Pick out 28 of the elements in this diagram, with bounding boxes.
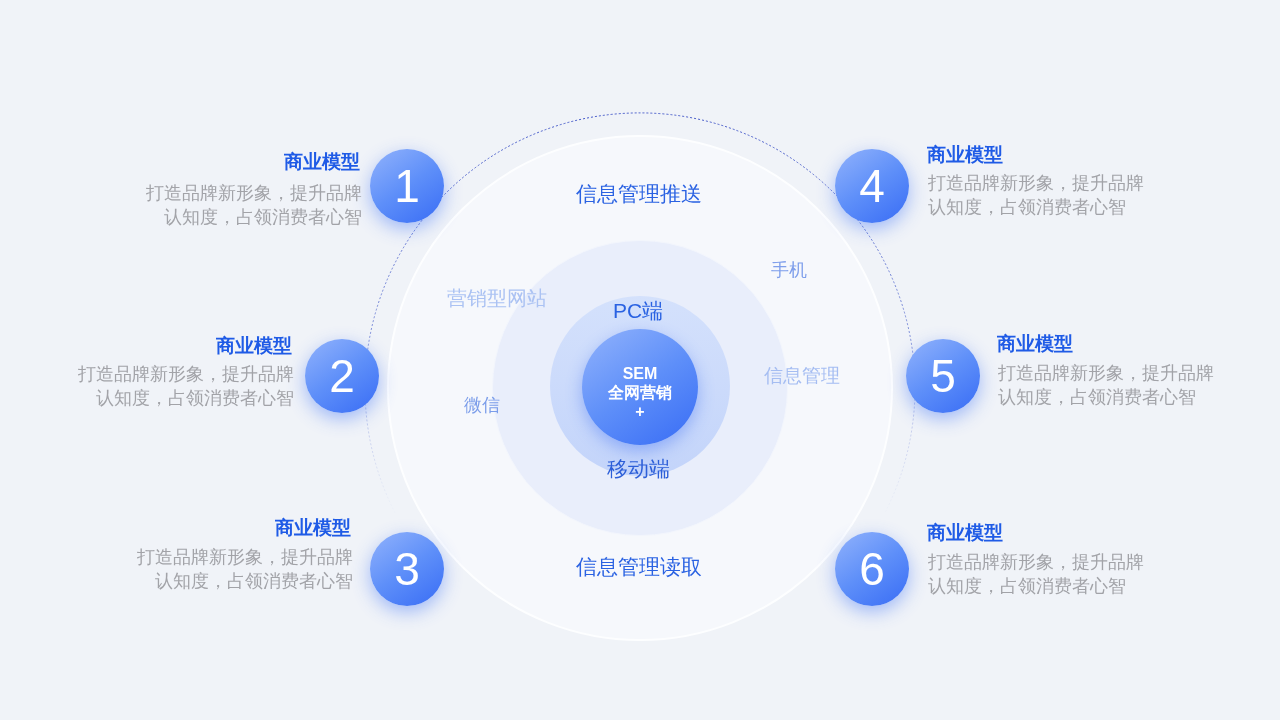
step-number: 4 xyxy=(859,163,885,209)
step-number: 2 xyxy=(329,353,355,399)
center-label: SEM 全网营销 + xyxy=(607,363,673,421)
item-description: 打造品牌新形象，提升品牌认知度，占领消费者心智 xyxy=(998,362,1215,409)
step-number: 1 xyxy=(394,163,420,209)
item-description: 打造品牌新形象，提升品牌认知度，占领消费者心智 xyxy=(77,363,294,410)
step-number: 3 xyxy=(394,546,420,592)
ring-label: 信息管理推送 xyxy=(576,181,702,207)
ring-label: 营销型网站 xyxy=(447,286,547,310)
item-description: 打造品牌新形象，提升品牌认知度，占领消费者心智 xyxy=(145,182,362,229)
item-title: 商业模型 xyxy=(284,150,360,174)
center-circle xyxy=(582,329,698,445)
item-title: 商业模型 xyxy=(275,516,351,540)
item-title: 商业模型 xyxy=(927,143,1003,167)
item-description: 打造品牌新形象，提升品牌认知度，占领消费者心智 xyxy=(928,551,1145,598)
step-number: 5 xyxy=(930,353,956,399)
step-number: 6 xyxy=(859,546,885,592)
item-description: 打造品牌新形象，提升品牌认知度，占领消费者心智 xyxy=(928,172,1145,219)
circle-label: 移动端 xyxy=(606,456,670,482)
item-title: 商业模型 xyxy=(997,332,1073,356)
ring-label: 信息管理 xyxy=(764,365,840,387)
ring-label: 微信 xyxy=(464,394,500,416)
circle-label: PC端 xyxy=(612,298,664,324)
item-title: 商业模型 xyxy=(927,521,1003,545)
item-description: 打造品牌新形象，提升品牌认知度，占领消费者心智 xyxy=(136,546,353,593)
ring-label: 手机 xyxy=(771,259,807,281)
ring-label: 信息管理读取 xyxy=(576,554,702,580)
item-title: 商业模型 xyxy=(216,334,292,358)
